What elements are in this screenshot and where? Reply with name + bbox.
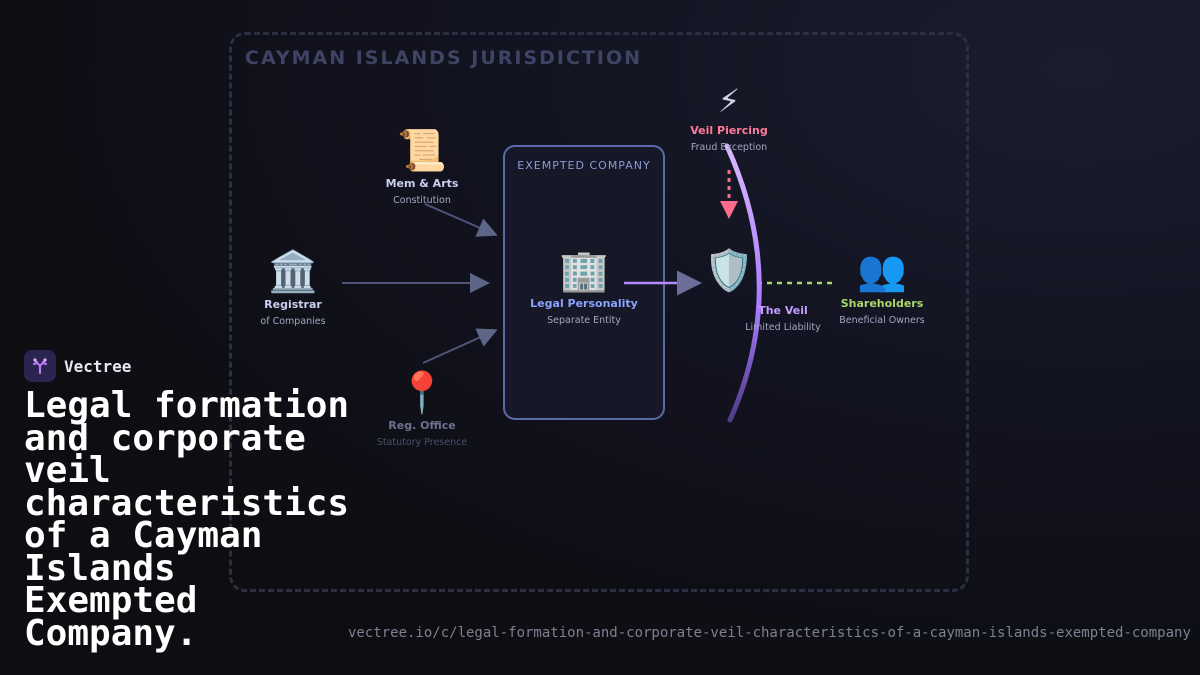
brand-name: Vectree [64, 356, 132, 376]
shareholders-node: 👥 Shareholders Beneficial Owners [812, 249, 952, 326]
veil-piercing-label: Veil Piercing [690, 124, 768, 137]
veil-piercing-node: ⚡ Veil Piercing Fraud Exception [659, 82, 799, 153]
reg-office-node: 📍 Reg. Office Statutory Presence [352, 371, 492, 448]
registrar-label: Registrar [264, 298, 322, 311]
page-url[interactable]: vectree.io/c/legal-formation-and-corpora… [348, 625, 1191, 641]
shield-icon: 🛡️ [704, 248, 754, 294]
people-icon: 👥 [857, 248, 907, 294]
legal-personality-node: 🏢 Legal Personality Separate Entity [514, 249, 654, 326]
link-memarts-company [424, 203, 498, 237]
veil-sublabel: Limited Liability [745, 322, 821, 333]
reg-office-label: Reg. Office [388, 419, 456, 432]
mem-arts-label: Mem & Arts [385, 177, 459, 190]
link-regoffice-company [422, 328, 498, 364]
shareholders-label: Shareholders [840, 297, 924, 310]
mem-arts-sublabel: Constitution [393, 195, 451, 206]
registrar-sublabel: of Companies [260, 316, 326, 327]
office-building-icon: 🏢 [559, 248, 609, 294]
brand[interactable]: Vectree [24, 350, 131, 382]
tree-logo-icon [24, 350, 56, 382]
headline: Legal formation and corporate veil chara… [24, 385, 350, 654]
jurisdiction-boundary [229, 32, 969, 592]
veil-curve [724, 143, 762, 423]
veil-shield-node: 🛡️ [659, 249, 799, 293]
piercing-arrowhead [720, 201, 738, 219]
registrar-node: 🏛️ Registrar of Companies [223, 250, 363, 327]
shareholders-sublabel: Beneficial Owners [839, 315, 925, 326]
scroll-icon: 📜 [397, 128, 447, 174]
veil-label: The Veil [758, 304, 808, 317]
company-title: EXEMPTED COMPANY [517, 159, 651, 172]
pin-icon: 📍 [397, 370, 447, 416]
mem-arts-node: 📜 Mem & Arts Constitution [352, 129, 492, 206]
classical-building-icon: 🏛️ [268, 249, 318, 295]
reg-office-sublabel: Statutory Presence [376, 437, 468, 448]
lightning-icon: ⚡ [717, 82, 741, 120]
legal-personality-label: Legal Personality [530, 297, 638, 310]
veil-piercing-sublabel: Fraud Exception [690, 142, 768, 153]
jurisdiction-title: CAYMAN ISLANDS JURISDICTION [245, 47, 643, 69]
legal-personality-sublabel: Separate Entity [547, 315, 621, 326]
veil-label-node: The Veil Limited Liability [723, 300, 843, 333]
